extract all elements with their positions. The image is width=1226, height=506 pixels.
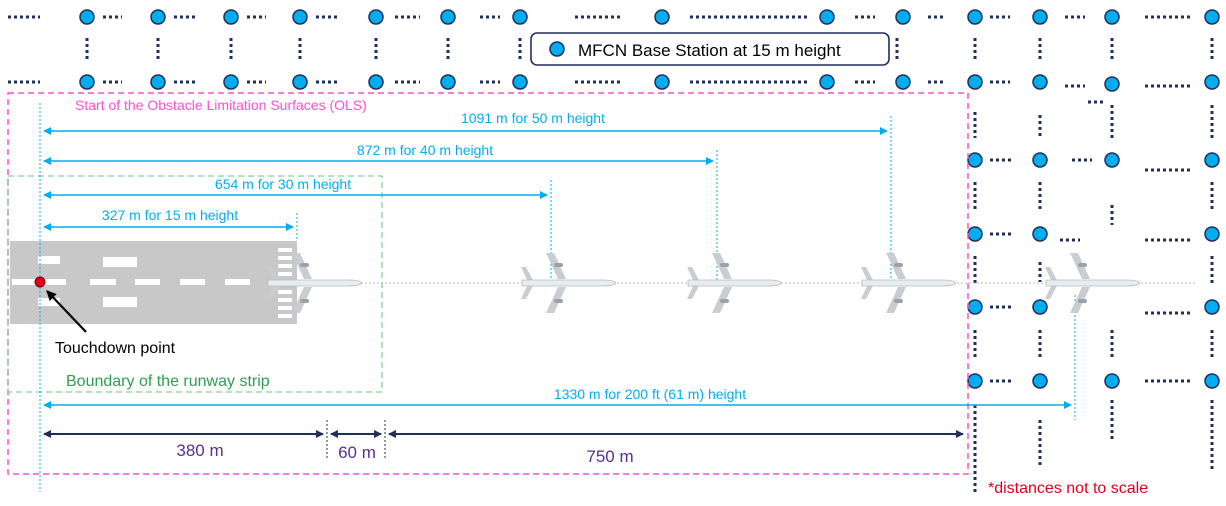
base-station-marker bbox=[967, 299, 983, 315]
base-station-marker bbox=[654, 9, 670, 25]
base-station-marker bbox=[654, 74, 670, 90]
base-station-marker bbox=[1104, 373, 1120, 389]
base-station-marker bbox=[440, 74, 456, 90]
base-station-marker bbox=[1032, 152, 1048, 168]
base-station-marker bbox=[1032, 9, 1048, 25]
base-station-marker bbox=[1032, 74, 1048, 90]
legend: MFCN Base Station at 15 m height bbox=[530, 32, 890, 66]
footnote: *distances not to scale bbox=[988, 480, 1148, 497]
distance-label: 872 m for 40 m height bbox=[357, 142, 493, 158]
base-station-marker bbox=[368, 74, 384, 90]
base-station-marker bbox=[1104, 76, 1120, 92]
base-station-grid bbox=[8, 9, 1220, 495]
base-station-marker bbox=[967, 226, 983, 242]
base-station-marker bbox=[967, 152, 983, 168]
base-station-marker bbox=[1204, 226, 1220, 242]
base-station-marker bbox=[223, 9, 239, 25]
base-station-marker bbox=[1104, 152, 1120, 168]
base-station-marker bbox=[1204, 9, 1220, 25]
base-station-marker bbox=[440, 9, 456, 25]
base-station-marker bbox=[1032, 226, 1048, 242]
base-station-marker bbox=[819, 74, 835, 90]
distance-label: 1091 m for 50 m height bbox=[461, 110, 605, 126]
base-station-marker bbox=[895, 9, 911, 25]
base-station-marker bbox=[223, 74, 239, 90]
base-station-marker bbox=[1204, 74, 1220, 90]
base-station-marker bbox=[1204, 152, 1220, 168]
base-station-marker bbox=[368, 9, 384, 25]
aircraft bbox=[520, 252, 616, 314]
distance-arrows: 1091 m for 50 m height 872 m for 40 m he… bbox=[43, 110, 1072, 409]
base-station-marker bbox=[967, 74, 983, 90]
base-station-marker bbox=[150, 74, 166, 90]
base-station-marker bbox=[292, 9, 308, 25]
long-distance-label: 1330 m for 200 ft (61 m) height bbox=[554, 386, 746, 402]
base-station-marker bbox=[1032, 299, 1048, 315]
touchdown-arrow bbox=[46, 290, 87, 333]
base-station-marker bbox=[512, 74, 528, 90]
runway bbox=[10, 228, 297, 324]
runway-strip-label: Boundary of the runway strip bbox=[66, 373, 270, 390]
base-station-marker bbox=[79, 9, 95, 25]
aircraft bbox=[860, 252, 956, 314]
base-station-icon bbox=[549, 41, 565, 57]
base-station-marker bbox=[1204, 373, 1220, 389]
legend-label: MFCN Base Station at 15 m height bbox=[578, 41, 841, 60]
segment-label: 60 m bbox=[338, 443, 376, 462]
ols-label: Start of the Obstacle Limitation Surface… bbox=[75, 97, 367, 113]
base-station-marker bbox=[150, 9, 166, 25]
aircraft bbox=[686, 252, 782, 314]
base-station-marker bbox=[1204, 299, 1220, 315]
base-station-marker bbox=[292, 74, 308, 90]
touchdown-label: Touchdown point bbox=[55, 340, 176, 357]
base-station-marker bbox=[79, 74, 95, 90]
touchdown-point-marker bbox=[34, 276, 46, 288]
segment-label: 750 m bbox=[586, 447, 633, 466]
aircraft bbox=[1044, 252, 1140, 314]
distance-label: 327 m for 15 m height bbox=[102, 207, 238, 223]
reference-lines bbox=[39, 103, 1076, 492]
base-station-marker bbox=[967, 9, 983, 25]
base-station-marker bbox=[967, 373, 983, 389]
base-station-marker bbox=[895, 74, 911, 90]
base-station-marker bbox=[819, 9, 835, 25]
distance-label: 654 m for 30 m height bbox=[215, 176, 351, 192]
legend-box bbox=[530, 32, 890, 66]
segment-arrows: 380 m 60 m 750 m bbox=[43, 430, 964, 466]
runway-strip-boundary bbox=[7, 175, 383, 393]
base-station-marker bbox=[1104, 9, 1120, 25]
segment-label: 380 m bbox=[176, 441, 223, 460]
base-station-marker bbox=[512, 9, 528, 25]
base-station-marker bbox=[1032, 373, 1048, 389]
